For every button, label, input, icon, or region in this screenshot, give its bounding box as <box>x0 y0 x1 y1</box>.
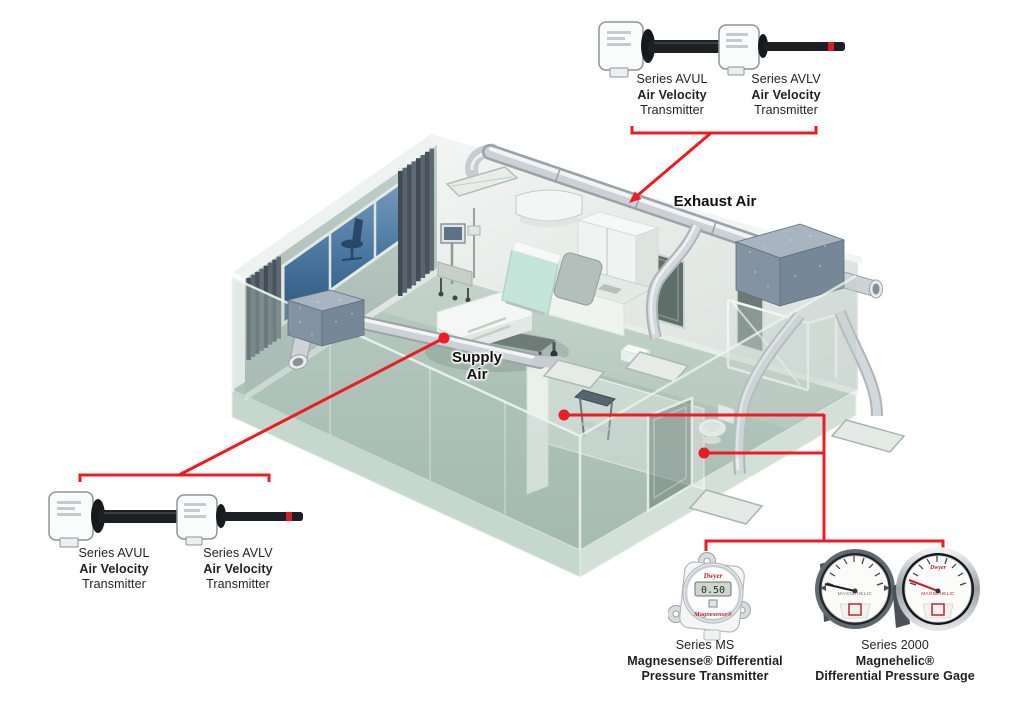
glass-enclosure <box>726 298 838 392</box>
wall-cabinet <box>576 211 660 291</box>
magnesense-transmitter-image: Dwyer 0.50 Magnesense® <box>667 548 760 649</box>
magnesense-display-value: 0.50 <box>701 585 725 596</box>
annotation-lines <box>78 126 945 551</box>
magnesense-face-label: Magnesense® <box>693 611 732 618</box>
magnehelic-gage-image-2: Dwyer MAGNEHELIC <box>886 538 990 647</box>
supply-air-label: Supply Air <box>451 349 502 383</box>
avlv-label-top: Series AVLV Air Velocity Transmitter <box>751 72 821 117</box>
magnehelic-brand-text: Dwyer <box>929 565 947 571</box>
avlv-transmitter-image-top <box>716 20 851 81</box>
magnesense-brand-text: Dwyer <box>703 572 723 580</box>
supply-point <box>438 332 450 344</box>
magnehelic-gage-image-1: MAGNEHELIC <box>808 542 904 643</box>
avul-label-top: Series AVUL Air Velocity Transmitter <box>636 72 708 117</box>
avlv-label-bottom: Series AVLV Air Velocity Transmitter <box>203 546 273 591</box>
monitor-cart <box>437 223 473 303</box>
exhaust-arrowhead <box>629 191 642 203</box>
avul-label-bottom: Series AVUL Air Velocity Transmitter <box>78 546 150 591</box>
pressure-bracket <box>704 539 945 551</box>
chair-behind-window <box>341 218 363 261</box>
corner-branch-duct <box>830 309 906 453</box>
hvac-ductwork <box>343 143 906 525</box>
magnesense-label: Series MS Magnesense® Differential Press… <box>627 638 783 683</box>
bed-pillow <box>511 240 562 265</box>
supply-filter-box <box>286 289 366 370</box>
curtains-right <box>398 148 435 296</box>
supply-bracket <box>78 473 271 482</box>
exhaust-filter-box <box>734 223 883 307</box>
supply-leader-line <box>178 336 445 477</box>
avlv-transmitter-image-bottom <box>174 490 309 551</box>
exhaust-leader-line <box>637 131 712 197</box>
bed-console <box>553 252 603 306</box>
front-glass-walls <box>231 274 857 550</box>
iv-pole <box>467 208 481 278</box>
xray-viewer <box>515 189 583 228</box>
exhaust-air-label: Exhaust Air <box>673 193 757 210</box>
magnehelic-face-label-2: MAGNEHELIC <box>921 591 955 596</box>
glass-door-front <box>646 396 694 514</box>
magnehelic-label: Series 2000 Magnehelic® Differential Pre… <box>815 638 975 683</box>
bathroom-branch-duct <box>688 311 805 525</box>
gauge-ticks <box>909 556 967 586</box>
exhaust-bracket <box>630 126 818 135</box>
magnehelic-face-label-1: MAGNEHELIC <box>838 591 873 596</box>
